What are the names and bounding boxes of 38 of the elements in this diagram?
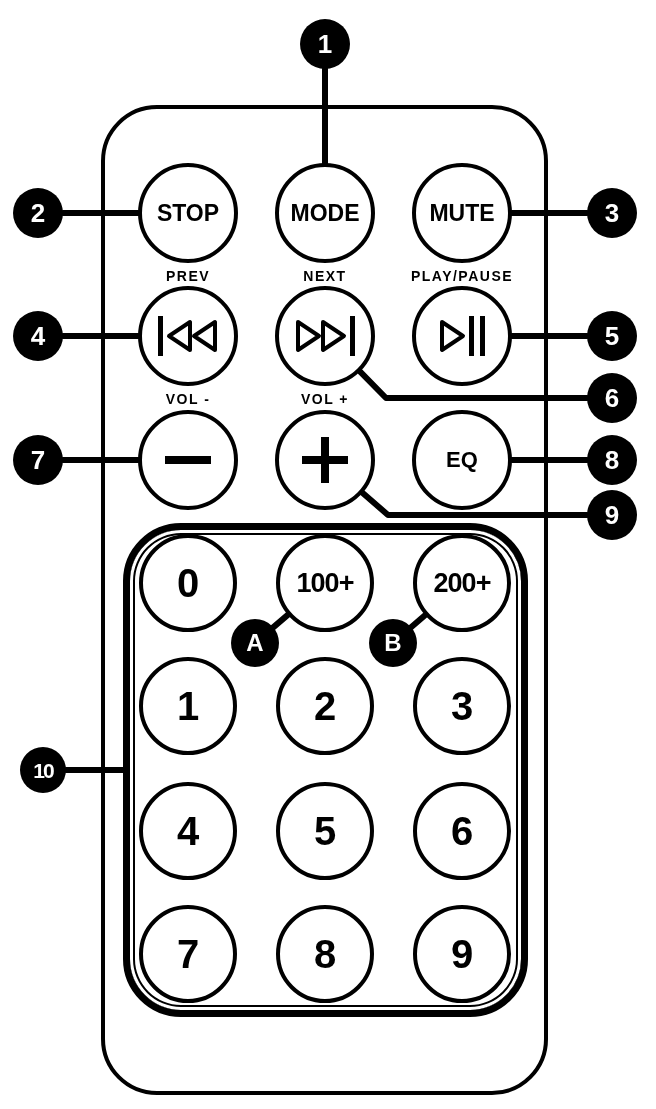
remote-button: 1 — [139, 657, 237, 755]
callout-number: A — [231, 619, 279, 667]
callout-number: 10 — [20, 747, 66, 793]
button-label: VOL - — [165, 392, 211, 406]
remote-button: 6 — [413, 782, 511, 880]
remote-button: 3 — [413, 657, 511, 755]
button-label: PLAY/PAUSE — [410, 269, 514, 283]
remote-button: 4 — [139, 782, 237, 880]
callout-number: 8 — [587, 435, 637, 485]
button-label: PREV — [165, 269, 211, 283]
remote-button: 100+ — [276, 534, 374, 632]
remote-button: 2 — [276, 657, 374, 755]
callout-number: 7 — [13, 435, 63, 485]
callout-number: 5 — [587, 311, 637, 361]
leader-line — [408, 612, 428, 631]
callout-number: B — [369, 619, 417, 667]
remote-button: EQ — [412, 410, 512, 510]
callout-number: 2 — [13, 188, 63, 238]
remote-button: STOP — [138, 163, 238, 263]
callout-number: 6 — [587, 373, 637, 423]
callout-number: 4 — [13, 311, 63, 361]
remote-button: 8 — [276, 905, 374, 1003]
button-label: VOL + — [300, 392, 350, 406]
remote-button: 9 — [413, 905, 511, 1003]
remote-button: MUTE — [412, 163, 512, 263]
keypad-panel — [123, 523, 528, 1017]
leader-line — [270, 611, 291, 631]
remote-body — [101, 105, 548, 1095]
remote-button: 7 — [139, 905, 237, 1003]
button-label: NEXT — [303, 269, 347, 283]
leader-line — [322, 66, 328, 166]
remote-button: 200+ — [413, 534, 511, 632]
remote-button: 5 — [276, 782, 374, 880]
remote-button: MODE — [275, 163, 375, 263]
callout-number: 1 — [300, 19, 350, 69]
callout-number: 9 — [587, 490, 637, 540]
callout-number: 3 — [587, 188, 637, 238]
remote-button: 0 — [139, 534, 237, 632]
